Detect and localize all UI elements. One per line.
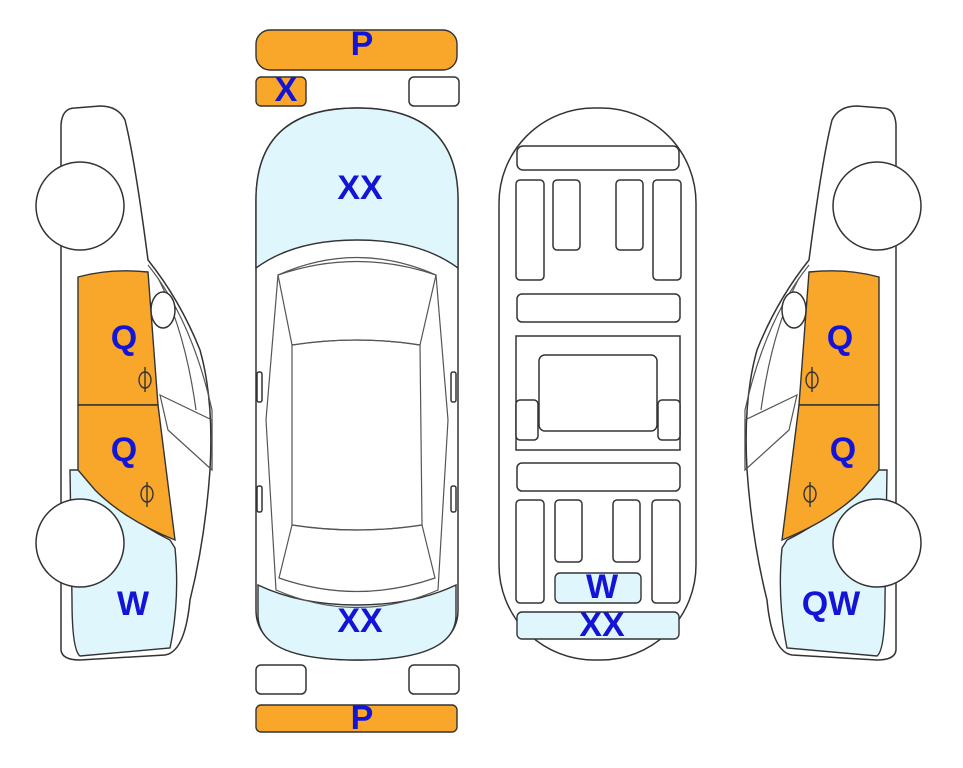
- right-rear-door-handle: [803, 482, 817, 507]
- hood-panel[interactable]: [255, 107, 459, 270]
- left-rear-door-handle: [140, 482, 154, 507]
- right-front-door-panel[interactable]: [798, 270, 880, 406]
- underbody-rear-panel-label: W: [586, 568, 619, 606]
- underbody-rear-right-inner[interactable]: [612, 499, 641, 563]
- right-handle-top: [450, 485, 457, 513]
- right-door-window: [744, 393, 798, 472]
- underbody-front-left-rail[interactable]: [515, 179, 545, 281]
- right-rear-door-label: Q: [830, 431, 856, 469]
- underbody-front-right-inner[interactable]: [615, 179, 644, 251]
- right-rear-door-panel[interactable]: [781, 404, 880, 542]
- left-front-door-panel[interactable]: [77, 270, 159, 406]
- underbody-rear-right-rail[interactable]: [651, 499, 681, 604]
- trunk-panel[interactable]: [257, 583, 457, 661]
- underbody-view: W XX: [498, 107, 697, 661]
- underbody-center-right-notch: [657, 399, 681, 441]
- left-rear-quarter-label: W: [117, 585, 150, 623]
- left-side-view: Q Q W: [35, 105, 213, 661]
- right-front-wheel[interactable]: [832, 161, 922, 251]
- rear-bumper-label: P: [351, 699, 374, 737]
- right-mirror: [781, 291, 807, 329]
- underbody-front-right-rail[interactable]: [652, 179, 682, 281]
- front-bumper[interactable]: [255, 29, 458, 71]
- front-left-light-label: X: [275, 71, 298, 109]
- rear-bumper[interactable]: [255, 704, 458, 733]
- underbody-rear-end-label: XX: [579, 606, 625, 644]
- underbody-front-crossmember[interactable]: [516, 145, 680, 171]
- left-mirror-top: [256, 371, 263, 403]
- left-window-line: [157, 277, 197, 411]
- trunk-label: XX: [337, 602, 383, 640]
- underbody-front-left-inner[interactable]: [552, 179, 581, 251]
- cabin-outline: [265, 257, 449, 609]
- left-rear-wheel[interactable]: [35, 498, 125, 588]
- underbody-rear-left-inner[interactable]: [554, 499, 583, 563]
- left-rear-door-panel[interactable]: [77, 404, 176, 542]
- left-rear-door-label: Q: [111, 431, 137, 469]
- underbody-center-rear[interactable]: [516, 462, 681, 492]
- left-door-window: [159, 393, 213, 472]
- right-front-door-handle: [805, 367, 819, 392]
- left-mirror: [150, 291, 176, 329]
- left-front-door-label: Q: [111, 319, 137, 357]
- left-handle-top: [256, 485, 263, 513]
- underbody-center-left-notch: [515, 399, 539, 441]
- rear-right-light[interactable]: [408, 664, 460, 695]
- front-right-light[interactable]: [408, 76, 460, 107]
- right-rear-wheel[interactable]: [832, 498, 922, 588]
- right-window-line: [760, 277, 800, 411]
- underbody-rear-end[interactable]: [516, 611, 680, 640]
- rear-left-light[interactable]: [255, 664, 307, 695]
- right-front-door-label: Q: [827, 319, 853, 357]
- hood-label: XX: [337, 169, 383, 207]
- underbody-center-front[interactable]: [516, 293, 681, 323]
- right-side-view: [744, 105, 922, 661]
- underbody-rear-panel[interactable]: [554, 572, 642, 604]
- rear-window: [278, 524, 436, 593]
- underbody-rear-left-rail[interactable]: [515, 499, 545, 604]
- right-rear-quarter-label: QW: [802, 585, 861, 623]
- underbody-center-pan[interactable]: [538, 354, 658, 432]
- left-front-wheel[interactable]: [35, 161, 125, 251]
- front-left-light[interactable]: [255, 76, 307, 107]
- right-mirror-top: [450, 371, 457, 403]
- left-front-door-handle: [138, 367, 152, 392]
- front-bumper-label: P: [351, 25, 374, 63]
- top-view: P X XX XX P: [255, 25, 460, 737]
